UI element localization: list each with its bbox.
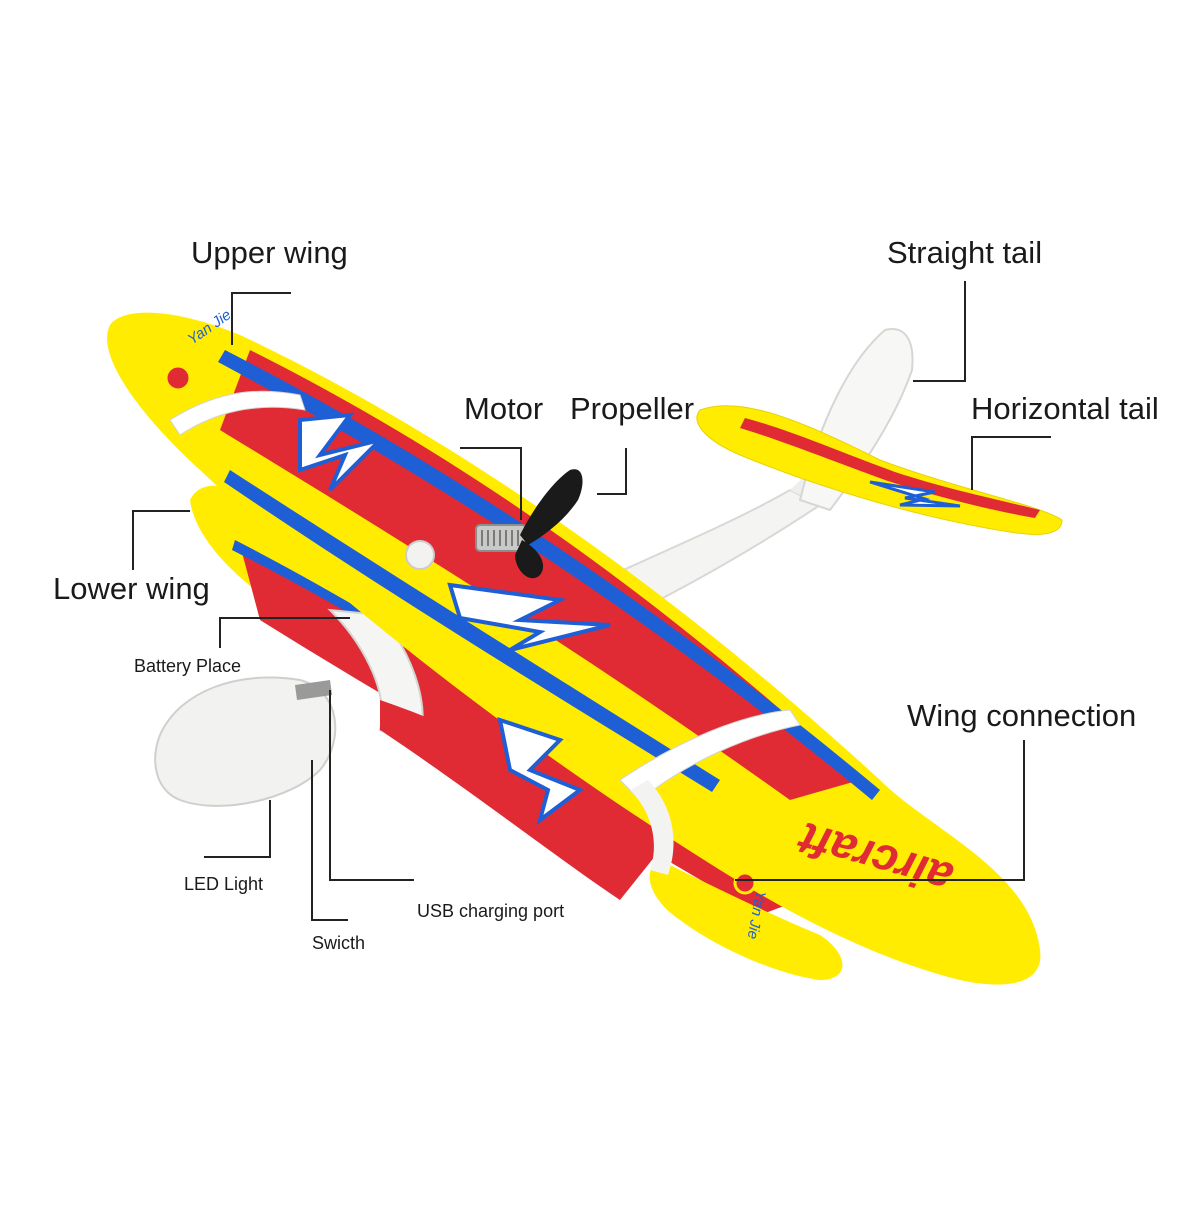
leader-lower-wing xyxy=(133,511,190,570)
leader-straight-tail xyxy=(913,281,965,381)
switch-knob xyxy=(406,541,434,569)
label-propeller: Propeller xyxy=(570,391,694,427)
leader-propeller xyxy=(597,448,626,494)
label-wing-connection: Wing connection xyxy=(907,698,1136,734)
leader-led-light xyxy=(204,800,270,857)
label-horizontal-tail: Horizontal tail xyxy=(971,391,1159,427)
motor-coil xyxy=(482,530,518,546)
leader-horizontal-tail xyxy=(972,437,1051,490)
label-upper-wing: Upper wing xyxy=(191,235,348,271)
brand-logo-bottom xyxy=(735,873,755,893)
label-usb-charging-port: USB charging port xyxy=(417,901,564,922)
label-battery-place: Battery Place xyxy=(134,656,241,677)
label-motor: Motor xyxy=(464,391,543,427)
label-straight-tail: Straight tail xyxy=(887,235,1042,271)
label-switch: Swicth xyxy=(312,933,365,954)
brand-logo-top xyxy=(166,366,190,390)
label-led-light: LED Light xyxy=(184,874,263,895)
label-lower-wing: Lower wing xyxy=(53,571,210,607)
